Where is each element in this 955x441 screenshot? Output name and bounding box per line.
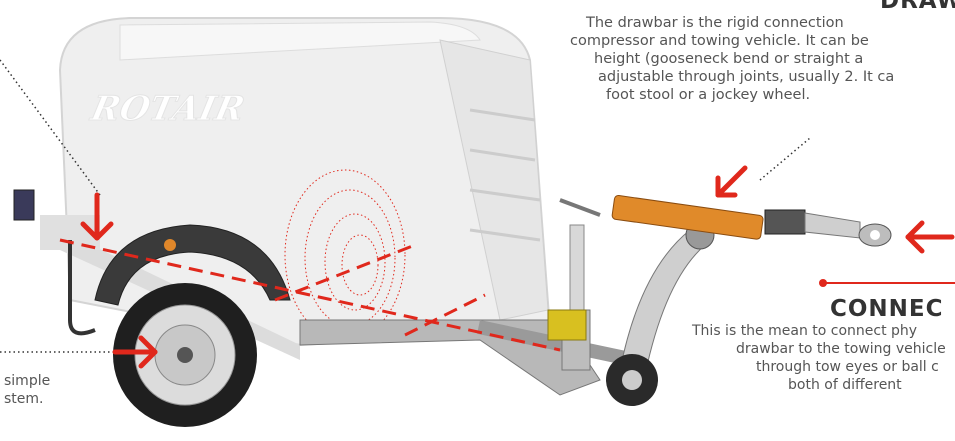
road-wheel [113, 283, 257, 427]
connection-line: through tow eyes or ball c [756, 359, 939, 375]
drawbar-line: compressor and towing vehicle. It can be [570, 33, 869, 49]
connection-line: both of different [788, 377, 902, 393]
left-note: simple stem. [4, 372, 50, 408]
highlight-rings [284, 169, 406, 341]
wheel-arrow-icon [112, 335, 158, 369]
drawbar-arrow-icon [715, 165, 748, 198]
connection-rule-dot [819, 279, 827, 287]
left-note-line: simple [4, 373, 51, 389]
gooseneck-bar [619, 229, 706, 376]
connection-description: This is the mean to connect phy drawbar … [692, 322, 955, 394]
drawbar-line: foot stool or a jockey wheel. [606, 87, 811, 103]
drawbar-heading: DRAW [880, 0, 955, 14]
compressor-body [13, 17, 552, 360]
connection-line: This is the mean to connect phy [692, 323, 918, 339]
down-arrow-icon [80, 192, 114, 241]
reflector [164, 239, 176, 251]
connection-heading: CONNEC [830, 296, 944, 322]
left-note-line: stem. [4, 391, 44, 407]
brand-logo: ROTAIR [87, 89, 248, 129]
drawbar-line: height (gooseneck bend or straight a [594, 51, 864, 67]
wheel-fender [94, 224, 291, 306]
pointer-arrows [80, 165, 955, 369]
drawbar-description: The drawbar is the rigid connection comp… [570, 14, 894, 104]
drawbar-tube [611, 195, 892, 247]
red-guide-lines [59, 238, 561, 352]
drawbar-line: The drawbar is the rigid connection [586, 15, 844, 31]
connection-line: drawbar to the towing vehicle [736, 341, 946, 357]
coupling-arrow-icon [905, 220, 955, 254]
leader-lines [0, 59, 811, 353]
jockey-jack [547, 198, 601, 371]
drawbar-line: adjustable through joints, usually 2. It… [598, 69, 895, 85]
